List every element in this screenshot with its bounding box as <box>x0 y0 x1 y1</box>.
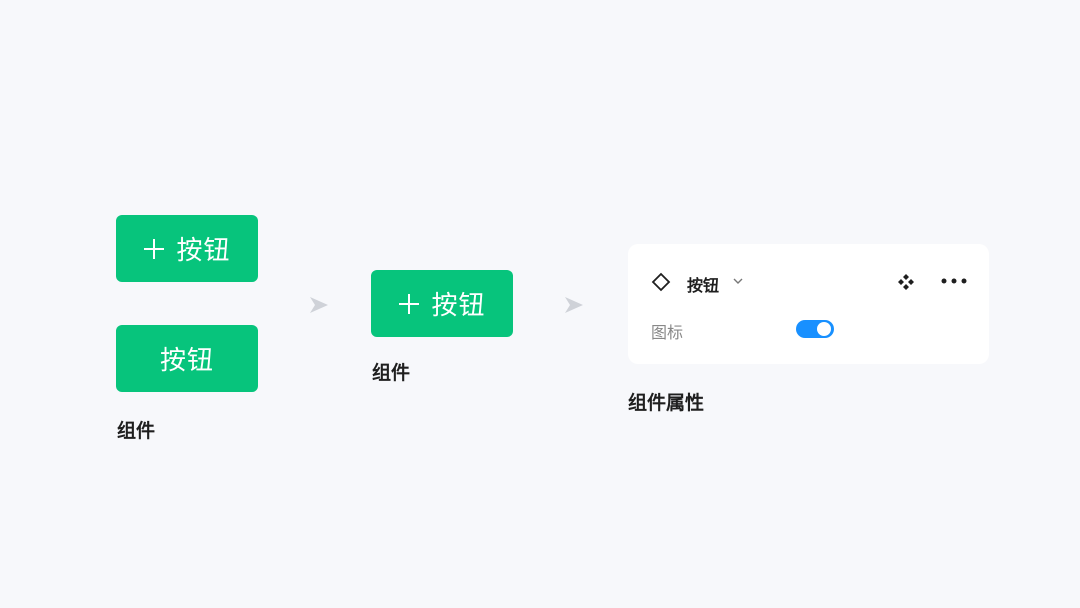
plus-icon <box>398 293 420 315</box>
component-instance-icon[interactable] <box>896 272 916 292</box>
arrow-right-icon <box>310 297 328 313</box>
diamond-outline-icon <box>651 272 671 292</box>
arrow-right-icon <box>565 297 583 313</box>
panel-title: 按钮 <box>687 276 720 295</box>
stage3-caption: 组件属性 <box>628 392 705 414</box>
more-horizontal-icon[interactable] <box>941 277 967 285</box>
button-plain[interactable]: 按钮 <box>116 325 258 392</box>
plus-icon <box>143 238 165 260</box>
icon-property-label: 图标 <box>651 323 684 342</box>
button-with-icon[interactable]: 按钮 <box>116 215 258 282</box>
stage2-caption: 组件 <box>372 362 411 384</box>
chevron-down-icon[interactable] <box>732 275 744 287</box>
button-label: 按钮 <box>176 236 231 266</box>
button-label: 按钮 <box>431 291 486 321</box>
icon-property-toggle[interactable] <box>796 320 834 338</box>
component-properties-panel: 按钮 图标 <box>628 244 989 364</box>
toggle-knob <box>817 322 831 336</box>
component-button[interactable]: 按钮 <box>371 270 513 337</box>
stage1-caption: 组件 <box>117 420 156 442</box>
button-label: 按钮 <box>159 346 214 376</box>
